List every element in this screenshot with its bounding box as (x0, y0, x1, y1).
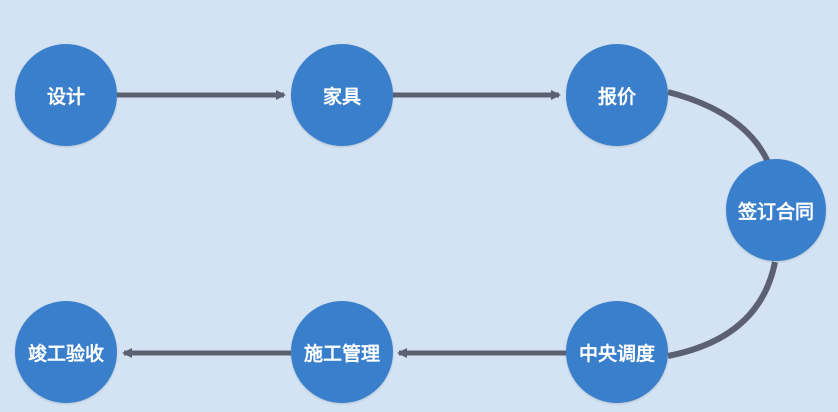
node-central-dispatch-label: 中央调度 (578, 342, 655, 365)
node-completion-acceptance-label: 竣工验收 (27, 342, 104, 365)
node-completion-acceptance: 竣工验收 (15, 301, 117, 403)
curve-quote-to-contract (667, 89, 771, 164)
node-quote: 报价 (566, 44, 668, 146)
node-furniture: 家具 (291, 44, 393, 146)
curve-contract-to-dispatch (667, 261, 778, 359)
node-design: 设计 (15, 44, 117, 146)
node-design-label: 设计 (46, 85, 85, 108)
node-sign-contract: 签订合同 (726, 159, 826, 261)
node-construction-management-label: 施工管理 (303, 342, 380, 365)
node-construction-management: 施工管理 (291, 301, 393, 403)
node-central-dispatch: 中央调度 (566, 301, 668, 403)
node-sign-contract-label: 签订合同 (737, 200, 814, 223)
node-furniture-label: 家具 (322, 85, 361, 108)
node-quote-label: 报价 (597, 85, 636, 108)
